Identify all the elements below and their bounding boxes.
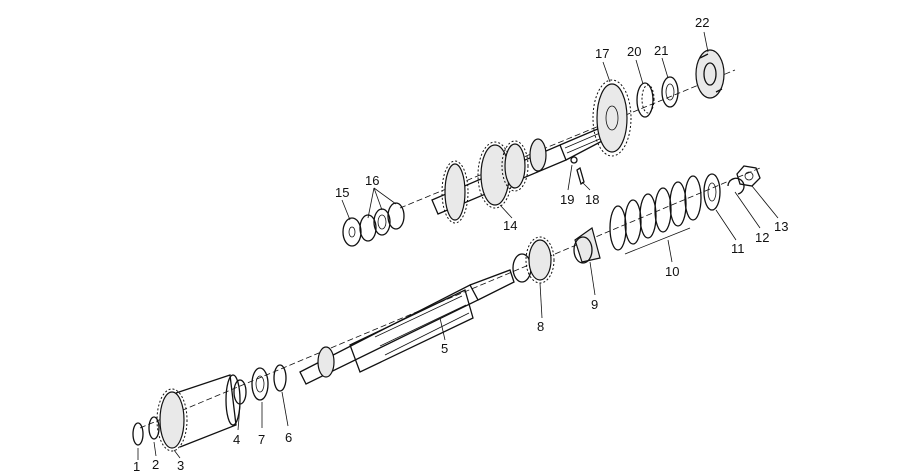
label-15: 15 — [335, 185, 349, 200]
label-12: 12 — [755, 230, 769, 245]
leader-lines — [137, 31, 779, 460]
label-19: 19 — [560, 192, 574, 207]
part-8-gear — [512, 236, 555, 284]
part-2-clip — [148, 416, 160, 440]
label-20: 20 — [627, 44, 641, 59]
label-17: 17 — [595, 46, 609, 61]
label-10: 10 — [665, 264, 679, 279]
part-1-clip — [132, 422, 144, 446]
label-22: 22 — [695, 15, 709, 30]
label-8: 8 — [537, 319, 544, 334]
part-5-main-shaft — [299, 269, 515, 385]
label-2: 2 — [152, 457, 159, 472]
label-3: 3 — [177, 458, 184, 473]
part-14-countershaft — [431, 127, 605, 224]
label-18: 18 — [585, 192, 599, 207]
part-10-spring — [609, 175, 702, 255]
part-15-washer — [342, 217, 362, 247]
label-7: 7 — [258, 432, 265, 447]
part-11-washer — [703, 173, 721, 211]
label-6: 6 — [285, 430, 292, 445]
part-22-hub — [695, 49, 725, 99]
part-7-washer — [251, 367, 269, 401]
label-9: 9 — [591, 297, 598, 312]
label-13: 13 — [774, 219, 788, 234]
label-21: 21 — [654, 43, 668, 58]
label-5: 5 — [441, 341, 448, 356]
label-14: 14 — [503, 218, 517, 233]
part-16-shims — [359, 202, 405, 242]
label-11: 11 — [731, 241, 745, 256]
part-21-ring — [661, 76, 679, 108]
part-17-gear — [592, 79, 632, 157]
part-18-19-pin-ball — [570, 156, 585, 186]
upper-shaft-assembly — [342, 49, 736, 247]
lower-shaft-assembly — [132, 165, 761, 452]
part-9-synchro — [573, 227, 601, 264]
label-16: 16 — [365, 173, 379, 188]
part-6-ring — [273, 364, 287, 392]
label-1: 1 — [133, 459, 140, 474]
part-4-circlip — [233, 379, 247, 405]
part-20-bearing — [636, 82, 655, 118]
part-3-gear — [156, 374, 241, 452]
part-labels: 1 2 3 4 7 6 5 8 9 10 11 12 13 14 15 16 1… — [133, 15, 788, 474]
part-12-lock — [727, 177, 745, 195]
label-4: 4 — [233, 432, 240, 447]
